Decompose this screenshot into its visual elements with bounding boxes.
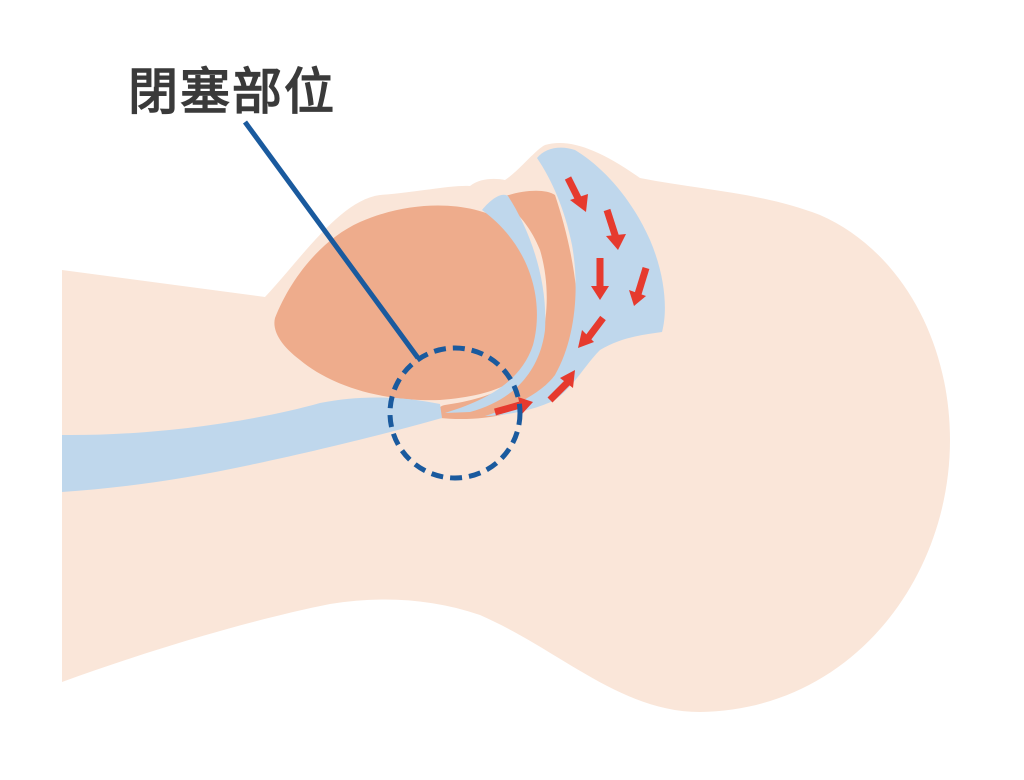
arrow-icon <box>603 208 626 250</box>
airflow-arrows <box>494 176 650 416</box>
trachea <box>62 397 442 492</box>
obstruction-site-label: 閉塞部位 <box>128 63 336 121</box>
head-silhouette <box>62 143 950 712</box>
arrow-icon <box>564 176 588 212</box>
nasal-airway <box>485 147 665 416</box>
arrow-icon <box>547 370 575 403</box>
arrow-icon <box>591 258 609 300</box>
arrow-icon <box>578 315 606 348</box>
soft-palate <box>437 190 579 420</box>
obstruction-circle <box>387 345 523 481</box>
arrow-icon <box>629 266 650 306</box>
oral-airway-gap <box>445 194 546 413</box>
pointer-line <box>242 120 421 360</box>
